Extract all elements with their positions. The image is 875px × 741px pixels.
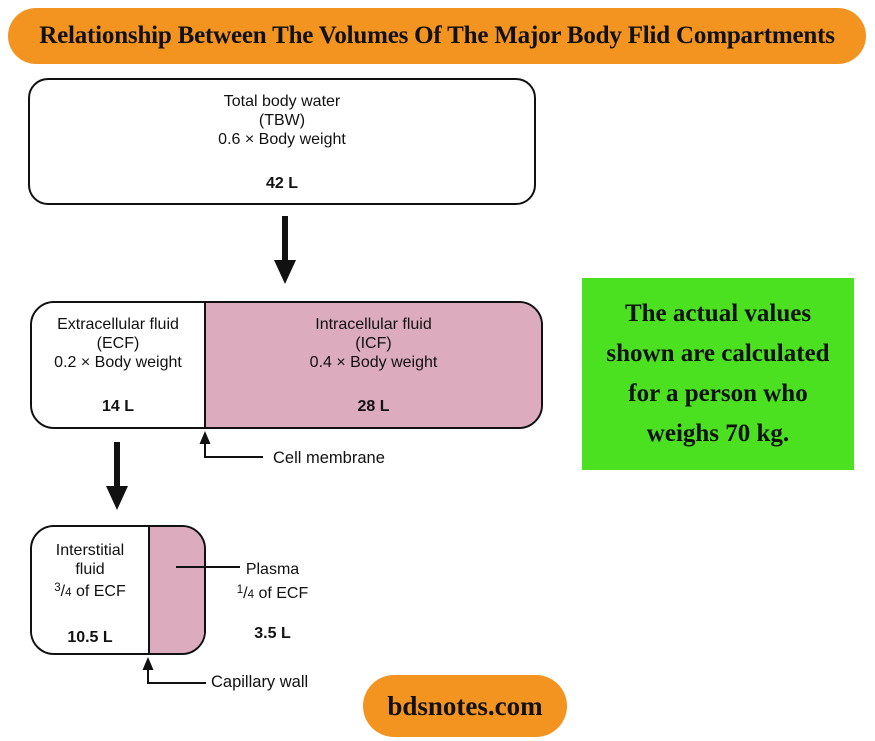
capillary-wall-pointer-icon — [142, 657, 206, 684]
interstitial-plasma-box: Interstitial fluid 3/4 of ECF 10.5 L — [30, 525, 206, 655]
icf-abbr: (ICF) — [355, 335, 392, 352]
arrow-down-icon — [274, 216, 296, 284]
note-box: The actual values shown are calculated f… — [582, 278, 854, 470]
interstitial-volume: 10.5 L — [67, 629, 113, 647]
ecf-name: Extracellular fluid — [57, 316, 179, 333]
ecf-compartment: Extracellular fluid (ECF) 0.2 × Body wei… — [32, 303, 206, 427]
interstitial-name-line1: Interstitial — [55, 542, 125, 559]
icf-volume: 28 L — [357, 398, 390, 415]
plasma-name: Plasma — [245, 561, 300, 578]
tbw-cell: Total body water (TBW) 0.6 × Body weight… — [30, 80, 534, 203]
plasma-label: Plasma 1/4 of ECF — [220, 559, 325, 606]
site-name: bdsnotes.com — [387, 690, 543, 721]
ecf-abbr: (ECF) — [96, 335, 140, 352]
title-banner: Relationship Between The Volumes Of The … — [8, 8, 866, 64]
tbw-formula: 0.6 × Body weight — [218, 131, 346, 148]
plasma-compartment — [150, 527, 204, 653]
interstitial-compartment: Interstitial fluid 3/4 of ECF 10.5 L — [32, 527, 150, 653]
plasma-volume: 3.5 L — [254, 625, 291, 642]
plasma-leader-line — [176, 566, 240, 568]
page-title: Relationship Between The Volumes Of The … — [39, 22, 835, 49]
note-line: shown are calculated — [606, 340, 830, 367]
note-line: for a person who — [628, 380, 808, 407]
cell-membrane-label: Cell membrane — [273, 449, 385, 467]
arrow-down-icon — [106, 442, 128, 510]
icf-compartment: Intracellular fluid (ICF) 0.4 × Body wei… — [206, 303, 541, 427]
site-watermark: bdsnotes.com — [363, 675, 567, 737]
interstitial-fraction: 3/4 of ECF — [54, 582, 126, 601]
note-line: weighs 70 kg. — [646, 420, 790, 447]
interstitial-name-line2: fluid — [75, 561, 105, 578]
total-body-water-box: Total body water (TBW) 0.6 × Body weight… — [28, 78, 536, 205]
tbw-abbr: (TBW) — [258, 112, 306, 129]
tbw-volume: 42 L — [265, 175, 298, 192]
ecf-volume: 14 L — [101, 398, 134, 415]
ecf-icf-box: Extracellular fluid (ECF) 0.2 × Body wei… — [30, 301, 543, 429]
tbw-name: Total body water — [223, 93, 341, 110]
plasma-fraction: 1/4 of ECF — [236, 584, 309, 603]
icf-formula: 0.4 × Body weight — [309, 354, 438, 371]
icf-name: Intracellular fluid — [315, 316, 432, 333]
note-line: The actual values — [624, 300, 812, 327]
cell-membrane-pointer-icon — [199, 431, 263, 458]
capillary-wall-label: Capillary wall — [211, 673, 309, 691]
ecf-formula: 0.2 × Body weight — [54, 354, 182, 371]
